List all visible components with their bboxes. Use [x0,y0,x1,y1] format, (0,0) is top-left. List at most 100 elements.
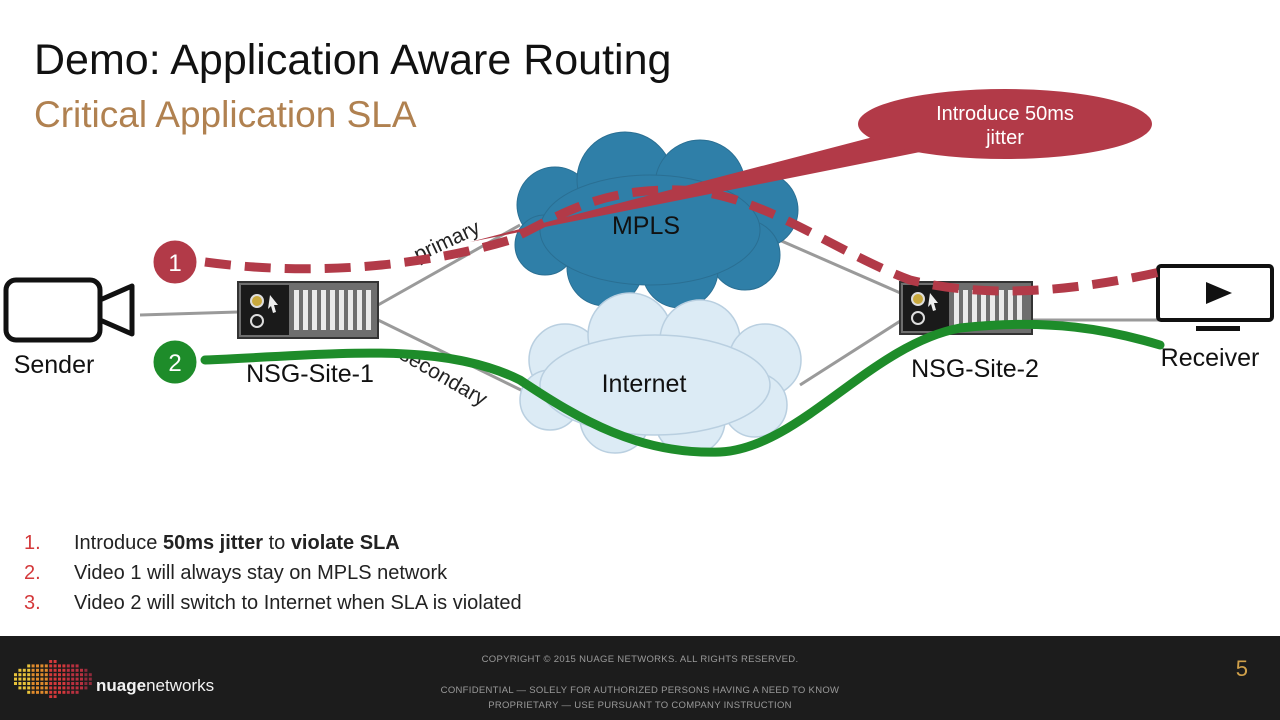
logo-dot [14,677,17,681]
internet-label: Internet [602,370,687,398]
logo-dot [27,673,31,677]
logo-dot [62,664,66,668]
logo-dot [36,677,39,681]
logo-dot [53,682,57,685]
logo-dot [22,686,26,690]
list-item: 2. Video 1 will always stay on MPLS netw… [24,558,724,588]
logo-dot [75,686,79,690]
logo-dot [27,664,31,668]
logo-dot [75,690,79,694]
logo-dot [44,677,48,681]
logo-dot [36,664,39,668]
logo-dot [53,668,57,672]
logo-bold: nuage [96,676,147,695]
logo-dot [58,677,61,681]
logo-dot [44,686,48,690]
logo-dot [49,664,53,668]
logo-dot [84,677,88,681]
logo-dot [27,690,31,694]
badge-1-text: 1 [168,250,181,277]
internet-cloud [519,292,802,456]
logo-dot [49,686,53,690]
logo-dot [84,682,88,685]
logo-dot [66,690,70,694]
camera-icon [3,277,135,343]
logo-dot [58,664,61,668]
copyright-text: COPYRIGHT © 2015 NUAGE NETWORKS. ALL RIG… [481,654,799,665]
callout-line-1: Introduce 50ms [936,103,1074,125]
logo-dot [71,686,75,690]
logo-dot [58,690,61,694]
logo-dot [53,660,57,663]
logo-dot [66,682,70,685]
logo-dot [58,686,61,690]
logo-dot [31,690,35,694]
logo-dot [40,686,44,690]
logo-dot [75,682,79,685]
logo-dot [22,673,26,677]
callout-line-2: jitter [985,127,1024,149]
logo-dot [14,682,17,685]
video-2-path [200,319,1165,457]
list-text-bold: 50ms jitter [162,532,264,554]
monitor-play-icon [1156,264,1274,331]
nuage-logo-icon [14,660,92,698]
site1-label: NSG-Site-1 [246,360,374,388]
logo-dot [31,686,35,690]
logo-dot [44,668,48,672]
logo-dot [36,686,39,690]
logo-text: nuagenetworks [96,676,214,696]
logo-dot [40,664,44,668]
list-text-part: to [263,532,291,554]
list-text: Introduce 50ms jitter to violate SLA [74,528,400,558]
logo-dot [62,673,66,677]
logo-dot [75,677,79,681]
logo-regular: networks [146,676,215,695]
logo-dot [88,677,92,681]
logo-dot [27,668,31,672]
logo-dot [53,686,57,690]
logo-dot [36,673,39,677]
badge-2: 2 [150,337,200,387]
logo-dot [62,690,66,694]
receiver-label: Receiver [1161,344,1260,372]
confidential-line-1: CONFIDENTIAL — SOLELY FOR AUTHORIZED PER… [440,685,840,696]
logo-dot [40,682,44,685]
logo-dot [27,686,31,690]
logo-dot [49,690,53,694]
nsg-site-1-device [237,281,379,339]
logo-dot [18,682,22,685]
logo-dot [18,668,22,672]
sender-link [139,310,239,317]
logo-dot [62,682,66,685]
logo-dot [88,673,92,677]
logo-dot [31,668,35,672]
logo-dot [84,686,88,690]
list-text: Video 1 will always stay on MPLS network [74,562,448,584]
logo-dot [84,673,88,677]
logo-dot [66,686,70,690]
logo-dot [31,664,35,668]
logo-dot [80,673,83,677]
logo-dot [58,668,61,672]
badge-2-text: 2 [168,350,181,377]
logo-dot [22,677,26,681]
logo-dot [18,677,22,681]
logo-dot [44,673,48,677]
list-item: 3. Video 2 will switch to Internet when … [24,588,724,618]
logo-dot [53,677,57,681]
logo-dot [40,673,44,677]
logo-dot [49,660,53,663]
logo-dot [53,673,57,677]
logo-dot [49,682,53,685]
logo-dot [75,673,79,677]
mpls-label: MPLS [612,212,680,240]
logo-dot [71,677,75,681]
network-diagram: MPLS Internet Sender NSG-Site-1 [3,89,1274,457]
list-text: Video 2 will switch to Internet when SLA… [74,592,522,614]
logo-dot [53,690,57,694]
jitter-pointer [470,130,930,242]
logo-dot [66,664,70,668]
logo-dot [84,668,88,672]
logo-dot [88,682,92,685]
